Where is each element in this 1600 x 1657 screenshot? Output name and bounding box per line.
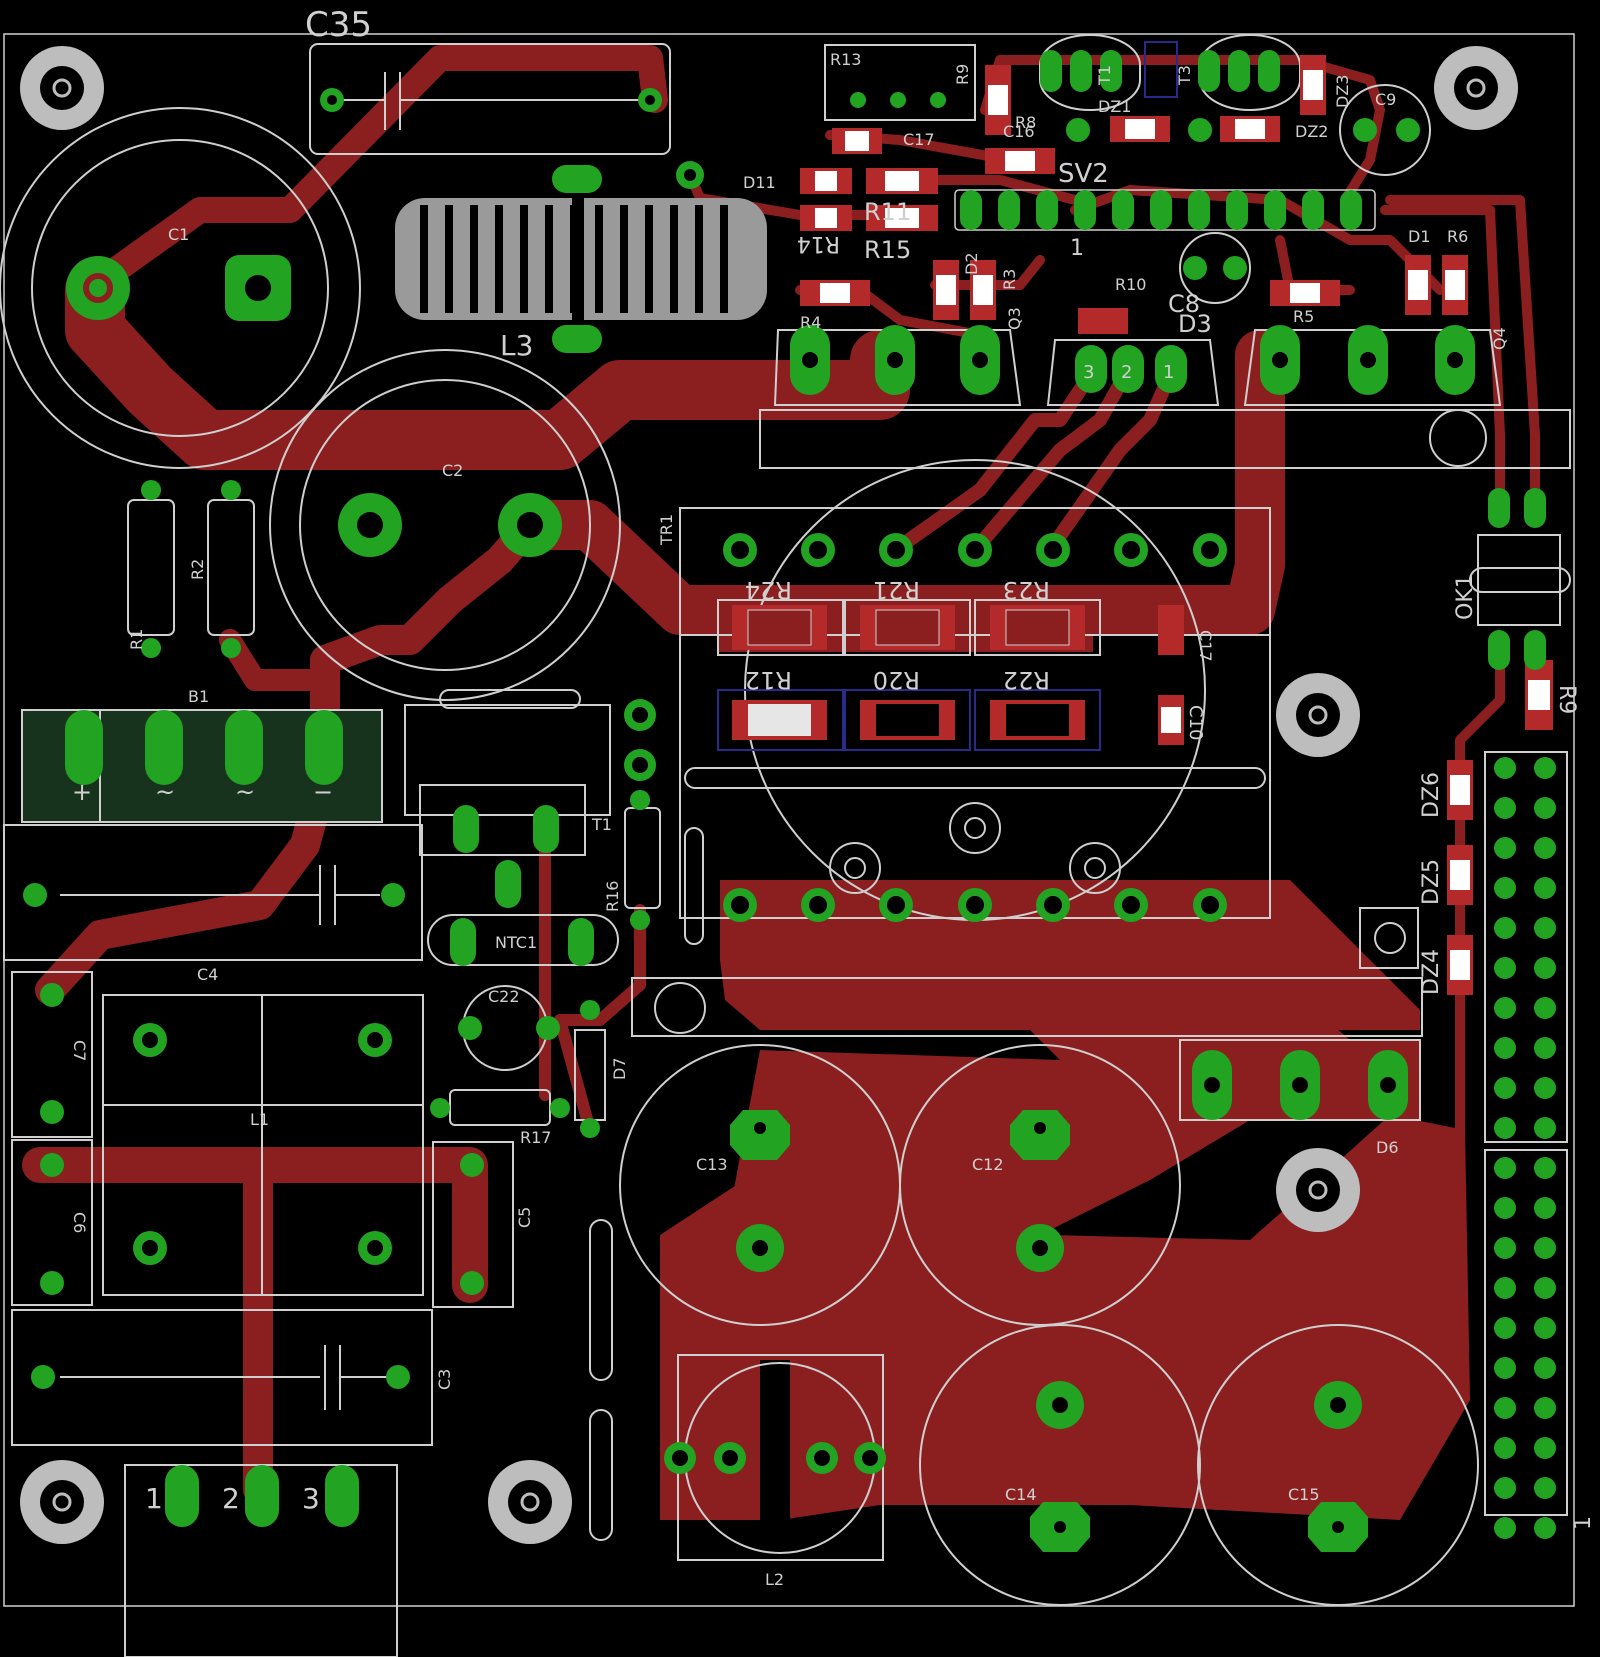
label-c17: C17 bbox=[903, 130, 935, 149]
label-d3-pin3: 3 bbox=[1083, 362, 1094, 383]
label-r17: R17 bbox=[520, 1128, 551, 1147]
label-c35: C35 bbox=[305, 5, 372, 45]
label-r3: R3 bbox=[1000, 269, 1019, 290]
label-r9b: R9 bbox=[1554, 685, 1579, 714]
label-dz6: DZ6 bbox=[1419, 772, 1444, 818]
label-c14: C14 bbox=[1005, 1485, 1037, 1504]
label-dz2: DZ2 bbox=[1295, 122, 1328, 141]
mounting-hole-icon bbox=[20, 46, 104, 130]
label-r5: R5 bbox=[1293, 307, 1314, 326]
label-ntc1: NTC1 bbox=[495, 933, 537, 952]
label-connector-pin1: 1 bbox=[1571, 1516, 1596, 1530]
label-t1top: T1 bbox=[1095, 65, 1114, 86]
label-q4: Q4 bbox=[1490, 327, 1509, 350]
label-r22: R22 bbox=[1003, 666, 1050, 694]
label-c6: C6 bbox=[70, 1212, 89, 1233]
label-d3-pin1: 1 bbox=[1163, 362, 1174, 383]
label-b1-ac2: ~ bbox=[235, 778, 255, 806]
label-t1: T1 bbox=[591, 815, 612, 834]
mounting-holes bbox=[20, 46, 1518, 1544]
label-c9: C9 bbox=[1375, 90, 1396, 109]
label-c17b: C17 bbox=[1196, 630, 1215, 662]
label-r13: R13 bbox=[830, 50, 861, 69]
label-r9: R9 bbox=[953, 64, 972, 85]
label-dz4: DZ4 bbox=[1419, 949, 1444, 995]
label-dz5: DZ5 bbox=[1419, 859, 1444, 905]
label-c10: C10 bbox=[1185, 705, 1206, 740]
label-c1: C1 bbox=[168, 225, 189, 244]
label-r16: R16 bbox=[603, 881, 622, 912]
label-r4: R4 bbox=[800, 313, 821, 332]
label-r20: R20 bbox=[873, 666, 920, 694]
label-sv2-pin1: 1 bbox=[1070, 236, 1084, 261]
mounting-hole-icon bbox=[20, 1460, 104, 1544]
label-c16: C16 bbox=[1003, 122, 1035, 141]
mounting-hole-icon bbox=[1434, 46, 1518, 130]
label-l2: L2 bbox=[765, 1570, 784, 1589]
label-r8: R8 bbox=[1015, 113, 1036, 132]
label-b1-plus: + bbox=[72, 778, 92, 806]
label-terminal-pin3: 3 bbox=[302, 1482, 320, 1515]
board-outline bbox=[3, 33, 1575, 1607]
label-r15: R15 bbox=[864, 236, 911, 264]
label-r2: R2 bbox=[188, 559, 207, 580]
mounting-hole-icon bbox=[1276, 673, 1360, 757]
label-r24: R24 bbox=[745, 576, 792, 604]
label-r11: R11 bbox=[864, 198, 911, 226]
label-dz1: DZ1 bbox=[1098, 97, 1131, 116]
label-r12: R12 bbox=[745, 666, 792, 694]
label-terminal-pin1: 1 bbox=[145, 1482, 163, 1515]
pads bbox=[23, 50, 1556, 1552]
label-r21: R21 bbox=[873, 576, 920, 604]
label-r6: R6 bbox=[1447, 227, 1468, 246]
label-d7: D7 bbox=[610, 1058, 629, 1081]
label-l3: L3 bbox=[500, 329, 533, 362]
label-d3: D3 bbox=[1178, 310, 1212, 338]
label-d3-pin2: 2 bbox=[1121, 362, 1132, 383]
label-c7: C7 bbox=[70, 1040, 89, 1061]
mounting-hole-icon bbox=[1276, 1148, 1360, 1232]
label-b1: B1 bbox=[188, 687, 209, 706]
label-c4: C4 bbox=[197, 965, 218, 984]
label-r1: R1 bbox=[127, 629, 146, 650]
smd-parts bbox=[800, 55, 1553, 995]
label-l1: L1 bbox=[250, 1110, 269, 1129]
label-c8: C8 bbox=[1168, 290, 1200, 318]
label-b1-ac1: ~ bbox=[155, 778, 175, 806]
label-r23: R23 bbox=[1003, 576, 1050, 604]
label-c3: C3 bbox=[435, 1369, 454, 1390]
label-c13: C13 bbox=[696, 1155, 728, 1174]
mounting-hole-icon bbox=[488, 1460, 572, 1544]
label-d2: D2 bbox=[962, 253, 981, 276]
label-q3: Q3 bbox=[1005, 307, 1024, 330]
label-c12: C12 bbox=[972, 1155, 1004, 1174]
label-tr1: TR1 bbox=[657, 514, 676, 546]
silkscreen-labels: C35 C1 L3 C2 R13 C17 C16 R8 D11 R11 R15 … bbox=[70, 5, 1596, 1589]
label-ok1: OK1 bbox=[1453, 574, 1478, 620]
label-t3: T3 bbox=[1175, 65, 1194, 86]
label-r14: R14 bbox=[797, 231, 840, 256]
label-c15: C15 bbox=[1288, 1485, 1320, 1504]
label-sv2: SV2 bbox=[1058, 159, 1109, 189]
label-d6: D6 bbox=[1376, 1138, 1399, 1157]
label-c22: C22 bbox=[488, 987, 520, 1006]
label-terminal-pin2: 2 bbox=[222, 1482, 240, 1515]
label-dz3: DZ3 bbox=[1333, 75, 1352, 108]
label-c2: C2 bbox=[442, 461, 463, 480]
label-c5: C5 bbox=[515, 1207, 534, 1228]
label-b1-minus: − bbox=[313, 778, 333, 806]
label-d1: D1 bbox=[1408, 227, 1431, 246]
label-r10: R10 bbox=[1115, 275, 1146, 294]
label-d11: D11 bbox=[743, 173, 776, 192]
